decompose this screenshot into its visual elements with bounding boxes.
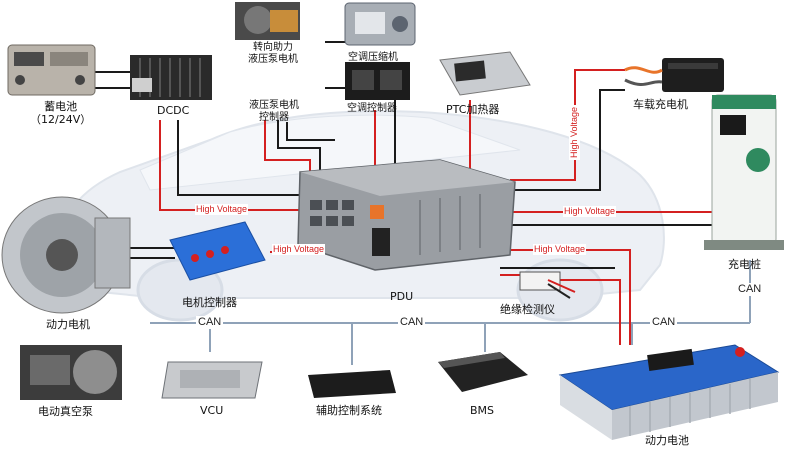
dcdc-image [130,55,212,100]
power-battery-label: 动力电池 [645,434,689,447]
aux-control-label: 辅助控制系统 [316,404,382,417]
hv-label-charging-pile: High Voltage [563,206,617,217]
motor-controller-image [169,221,266,281]
hv-label-motor-controller: High Voltage [272,244,326,255]
pdu-image [297,159,516,271]
vacuum-pump-image [20,345,122,400]
hv-label-power-battery: High Voltage [533,244,587,255]
hv-label-onboard-charger: High Voltage [569,104,580,160]
aux-control-image [308,370,396,398]
steering-pump-image [235,2,300,40]
hydraulic-controller-label: 液压泵电机 控制器 [249,100,299,123]
ac-controller-label: 空调控制器 [347,103,397,114]
charging-pile-label: 充电桩 [728,258,761,271]
low-voltage-lines [95,41,720,269]
can-label-right: CAN [650,316,678,329]
can-label-center: CAN [398,316,426,329]
onboard-charger-image [624,58,724,92]
traction-motor-image [1,196,131,314]
onboard-charger-label: 车载充电机 [633,98,688,111]
bms-label: BMS [470,404,495,417]
motor-controller-label: 电机控制器 [182,296,237,309]
bms-image [438,352,528,392]
hydraulic-controller-image [344,2,416,46]
pdu-label: PDU [390,290,414,303]
ptc-heater-label: PTC加热器 [446,103,500,116]
insulation-detector-label: 绝缘检测仪 [500,303,555,316]
battery-12v-image [7,44,96,96]
charging-pile-image [704,94,784,250]
ac-compressor-label: 空调压缩机 [348,52,398,63]
ptc-heater-image [439,51,531,96]
steering-pump-label: 转向助力 液压泵电机 [248,42,298,65]
can-label-left: CAN [196,316,224,329]
power-battery-image [558,344,780,440]
ac-controller-image [345,62,410,100]
vcu-label: VCU [200,404,224,417]
vacuum-pump-label: 电动真空泵 [38,405,93,418]
insulation-detector-image [519,271,576,299]
dcdc-label: DCDC [157,104,190,117]
can-label-charging-pile: CAN [736,283,764,296]
traction-motor-label: 动力电机 [46,318,90,331]
battery-12v-label: 蓄电池 （12/24V） [30,100,92,126]
vcu-image [161,361,263,399]
hv-label-dcdc: High Voltage [195,204,249,215]
